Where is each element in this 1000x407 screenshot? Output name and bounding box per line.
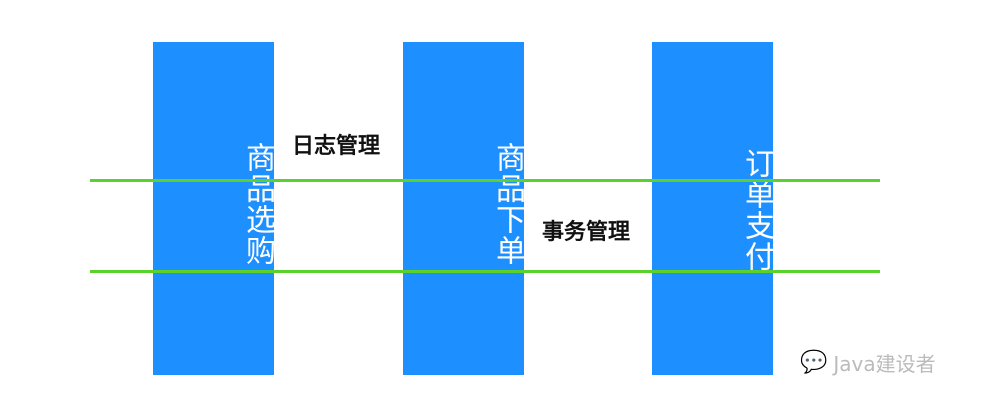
stage-box-pay: 订单支付 [652,42,774,375]
transaction-management-label: 事务管理 [542,220,631,245]
wechat-icon: 💬 [800,350,828,375]
stage-box-browse: 商品选购 [153,42,275,375]
stage-label: 商品选购 [240,142,275,266]
stage-box-order: 商品下单 [403,42,525,375]
log-management-label: 日志管理 [292,134,381,159]
watermark: 💬 Java建设者 [800,348,936,377]
watermark-text: Java建设者 [833,352,936,376]
stage-label: 商品下单 [490,142,525,266]
boundary-line-bottom [90,270,880,273]
boundary-line-top [90,179,880,182]
stage-label: 订单支付 [739,148,774,272]
